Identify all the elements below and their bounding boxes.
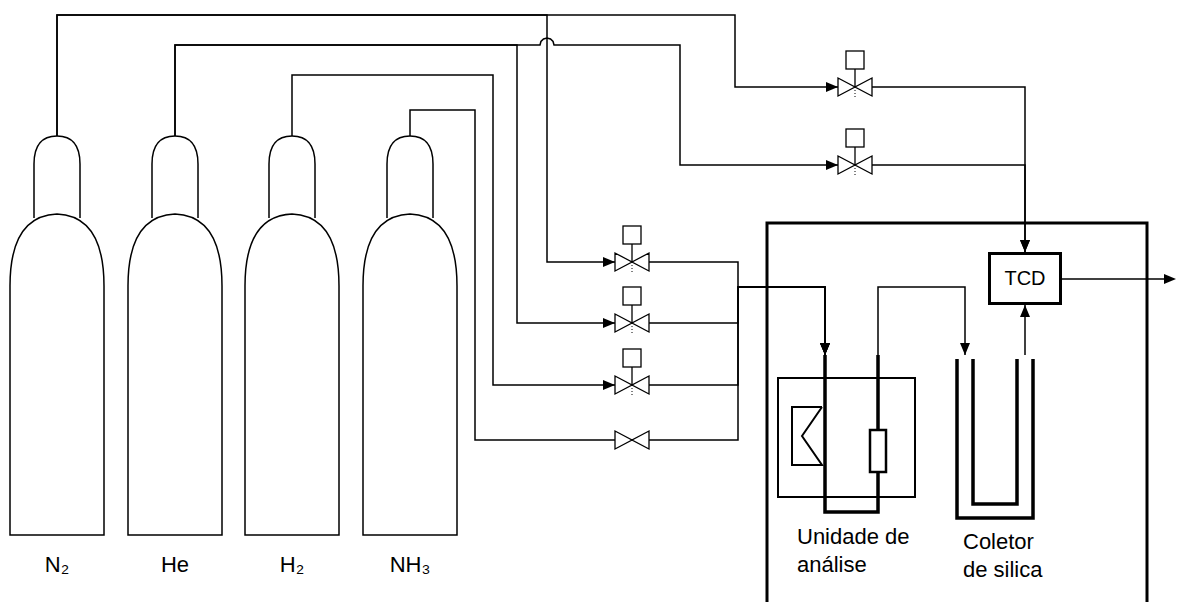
- sample-bed: [870, 430, 886, 472]
- exhaust-arrowhead: [1164, 274, 1176, 284]
- flow-arrowhead: [603, 257, 615, 267]
- gas-line: [878, 287, 965, 355]
- detector-box: TCD: [988, 252, 1062, 305]
- valve-stem: [631, 244, 632, 262]
- cylinder-valve-head: [34, 136, 80, 218]
- part-label: H₂: [245, 551, 339, 579]
- valve-dots: [632, 265, 633, 272]
- cylinder-body: [363, 214, 457, 535]
- analysis-unit: Unidade de análise: [778, 355, 916, 515]
- shape-outline: [128, 136, 222, 535]
- solenoid-valve: [603, 226, 649, 272]
- part-label: NH₃: [363, 551, 457, 579]
- valve-dots: [855, 168, 856, 175]
- apparatus-enclosure: [767, 223, 1147, 602]
- cylinder-body: [245, 214, 339, 535]
- valve-stem: [631, 305, 632, 323]
- heater-symbol: [792, 407, 822, 465]
- solenoid-valve: [603, 349, 649, 395]
- flow-arrowhead: [603, 318, 615, 328]
- flow-arrowhead: [603, 380, 615, 390]
- exhaust-line: [1062, 278, 1166, 280]
- gas-cylinder: He: [128, 136, 222, 535]
- gas-line: [1024, 305, 1026, 355]
- gas-line: [410, 110, 825, 440]
- valve-actuator: [623, 226, 641, 244]
- flow-arrowhead: [826, 160, 838, 170]
- flow-arrowhead: [826, 82, 838, 92]
- u-tube-inner: [973, 359, 1017, 504]
- part-label: Unidade de análise: [797, 523, 927, 579]
- part-label: He: [128, 551, 222, 579]
- u-tube-outer: [957, 359, 1033, 518]
- valve-dots: [855, 90, 856, 97]
- gas-line: [57, 15, 1025, 252]
- gas-cylinder: N₂: [10, 136, 104, 535]
- cylinder-body: [10, 214, 104, 535]
- solenoid-valve: [826, 51, 872, 97]
- part-label: Coletor de silica: [963, 528, 1055, 584]
- cylinder-body: [128, 214, 222, 535]
- part-label: N₂: [10, 551, 104, 579]
- exhaust-arrow: [1062, 274, 1176, 284]
- valve-stem: [631, 367, 632, 385]
- solenoid-valve: [826, 129, 872, 175]
- valve-actuator: [846, 51, 864, 69]
- box-label: TCD: [991, 255, 1059, 302]
- valve-dots: [632, 326, 633, 333]
- valve-dots: [632, 388, 633, 395]
- shape-outline: [778, 355, 916, 515]
- cylinder-valve-head: [387, 136, 433, 218]
- valve-actuator: [623, 287, 641, 305]
- gas-cylinder: H₂: [245, 136, 339, 535]
- shape-outline: [955, 355, 1035, 520]
- solenoid-valve: [603, 287, 649, 333]
- shape-outline: [245, 136, 339, 535]
- silica-trap: Coletor de silica: [955, 355, 1035, 520]
- furnace-box: [778, 378, 915, 497]
- valve-body: [615, 431, 649, 449]
- manual-valve: [615, 431, 649, 449]
- valve-stem: [854, 147, 855, 165]
- valve-actuator: [623, 349, 641, 367]
- cylinder-valve-head: [152, 136, 198, 218]
- shape-outline: [363, 136, 457, 535]
- valve-stem: [854, 69, 855, 87]
- gas-cylinder: NH₃: [363, 136, 457, 535]
- cylinder-valve-head: [269, 136, 315, 218]
- valve-actuator: [846, 129, 864, 147]
- shape-outline: [10, 136, 104, 535]
